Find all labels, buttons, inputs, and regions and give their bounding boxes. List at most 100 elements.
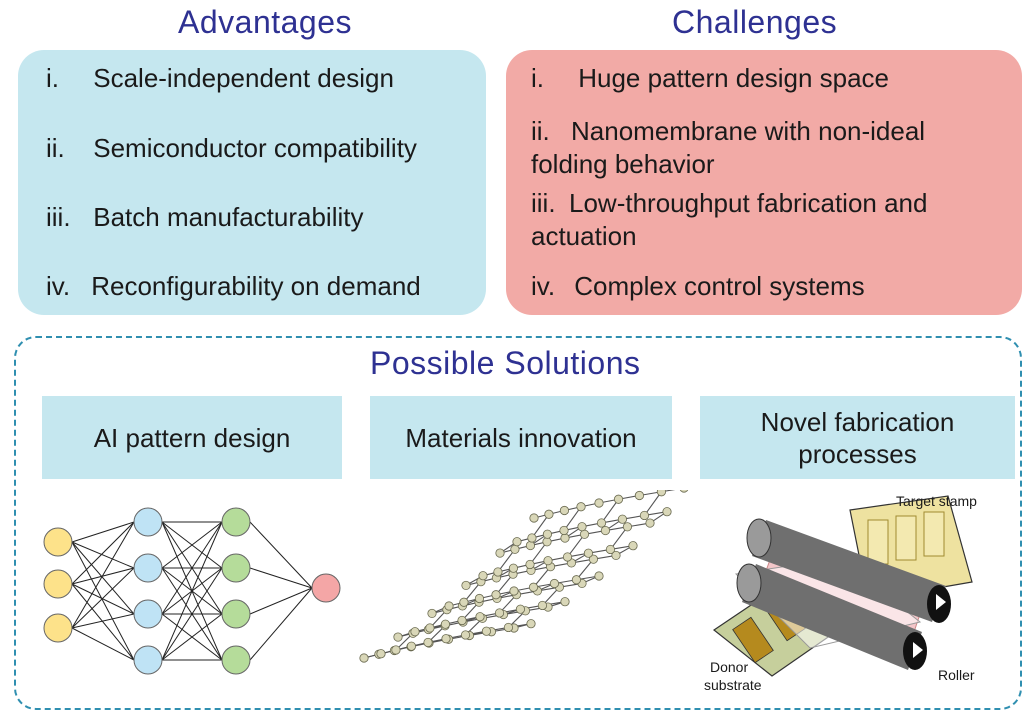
lattice-atom [600,525,611,536]
lattice-atom [525,540,536,551]
nn-connection [71,521,135,629]
lattice-atom [596,518,607,528]
advantage-item-text: Scale-independent design [93,63,394,93]
lattice-atom [542,537,552,547]
lattice-atom [391,645,401,655]
lattice-atom [359,653,369,663]
lattice-atom [425,623,435,633]
nn-connection [161,613,223,661]
lattice-atom [512,537,522,547]
lattice-atom [440,619,451,629]
challenge-item-4: iv. Complex control systems [531,270,865,303]
lattice-atom [478,571,488,581]
lattice-atom [594,571,604,581]
nn-connection [71,541,135,569]
lattice-atom [613,494,624,504]
advantage-item-1: i. Scale-independent design [46,62,394,95]
nn-node-layer-3 [221,599,251,629]
challenge-item-number: i. [531,63,544,93]
nn-connection [71,613,135,629]
solution-materials-innovation: Materials innovation [370,396,672,479]
solution-label-continued: processes [798,438,917,469]
donor-substrate-label: Donor [710,659,748,675]
lattice-atom [560,597,570,607]
lattice-bond [531,513,550,539]
nn-node-layer-1 [43,527,73,557]
challenges-panel [506,50,1022,315]
challenge-item-number: ii. [531,116,550,146]
nn-connection [249,587,313,615]
lattice-atom [576,502,586,512]
donor-substrate-label-continued: substrate [704,677,762,693]
roller-label: Roller [938,667,975,683]
lattice-atom [577,522,587,532]
lattice-bond [601,498,619,524]
lattice-atom [475,612,485,622]
lattice-atom [594,498,604,508]
lattice-atom [457,615,467,626]
lattice-atom [495,548,505,558]
lattice-atom [605,544,616,555]
advantages-heading: Advantages [178,4,353,40]
challenge-item-text: Nanomembrane with non-ideal [571,116,926,146]
lattice-atom [528,582,539,592]
advantage-item-text: Batch manufacturability [93,202,364,232]
lattice-atom [571,575,582,585]
lattice-bond [563,506,582,531]
nn-node-layer-3 [221,645,251,675]
nn-node-layer-4 [311,573,341,603]
challenge-item-text-continued: actuation [531,221,637,251]
lattice-atom [656,490,667,497]
nn-connection [71,583,135,661]
lattice-atom [510,544,520,554]
lattice-atom [559,505,570,516]
target-pad [867,519,889,565]
lattice-atom [549,578,560,589]
challenge-item-text: Huge pattern design space [578,63,890,93]
lattice-atom [494,608,505,618]
nn-connection [249,567,313,589]
solutions-heading: Possible Solutions [370,345,641,381]
lattice-atom [634,490,645,501]
lattice-atom [508,563,519,573]
lattice-atom [441,634,451,644]
nn-connection [161,521,223,615]
nn-node-layer-2 [133,599,163,629]
lattice-bond [609,526,628,550]
lattice-atom [503,622,514,633]
nn-connection [71,567,135,585]
lattice-atom [423,637,433,648]
challenge-item-text: Complex control systems [574,271,865,301]
nn-connection [71,521,135,543]
lattice-atom [529,513,539,523]
challenge-item-number: iii. [531,188,556,218]
lattice-atom [460,630,471,640]
target-stamp-label: Target stamp [896,493,977,509]
nn-connection [71,521,135,585]
advantage-item-4: iv. Reconfigurability on demand [46,270,421,303]
nn-node-layer-3 [221,553,251,583]
lattice-atom [559,525,569,536]
lattice-atom [427,608,437,619]
donor-pad [732,616,774,664]
solution-label: AI pattern design [93,422,291,453]
lattice-atom [588,554,599,564]
advantages-panel [18,50,486,315]
lattice-atom [515,604,526,614]
challenge-item-text-continued: folding behavior [531,149,715,179]
advantage-item-number: i. [46,63,59,93]
lattice-atom [544,509,554,519]
nn-connection [249,521,313,589]
lattice-atom [562,552,573,562]
lattice-atom [481,626,492,636]
advantage-item-2: ii. Semiconductor compatibility [46,132,417,165]
lattice-atom [376,649,386,659]
advantage-item-number: ii. [46,133,65,163]
solution-novel-fabrication: Novel fabrication processes [700,396,1015,479]
nn-connection [71,541,135,615]
solution-ai-pattern-design: AI pattern design [42,396,342,479]
lattice-atom [537,600,548,611]
lattice-atom [617,514,628,524]
nn-connection [71,541,135,661]
lattice-atom [543,556,553,566]
